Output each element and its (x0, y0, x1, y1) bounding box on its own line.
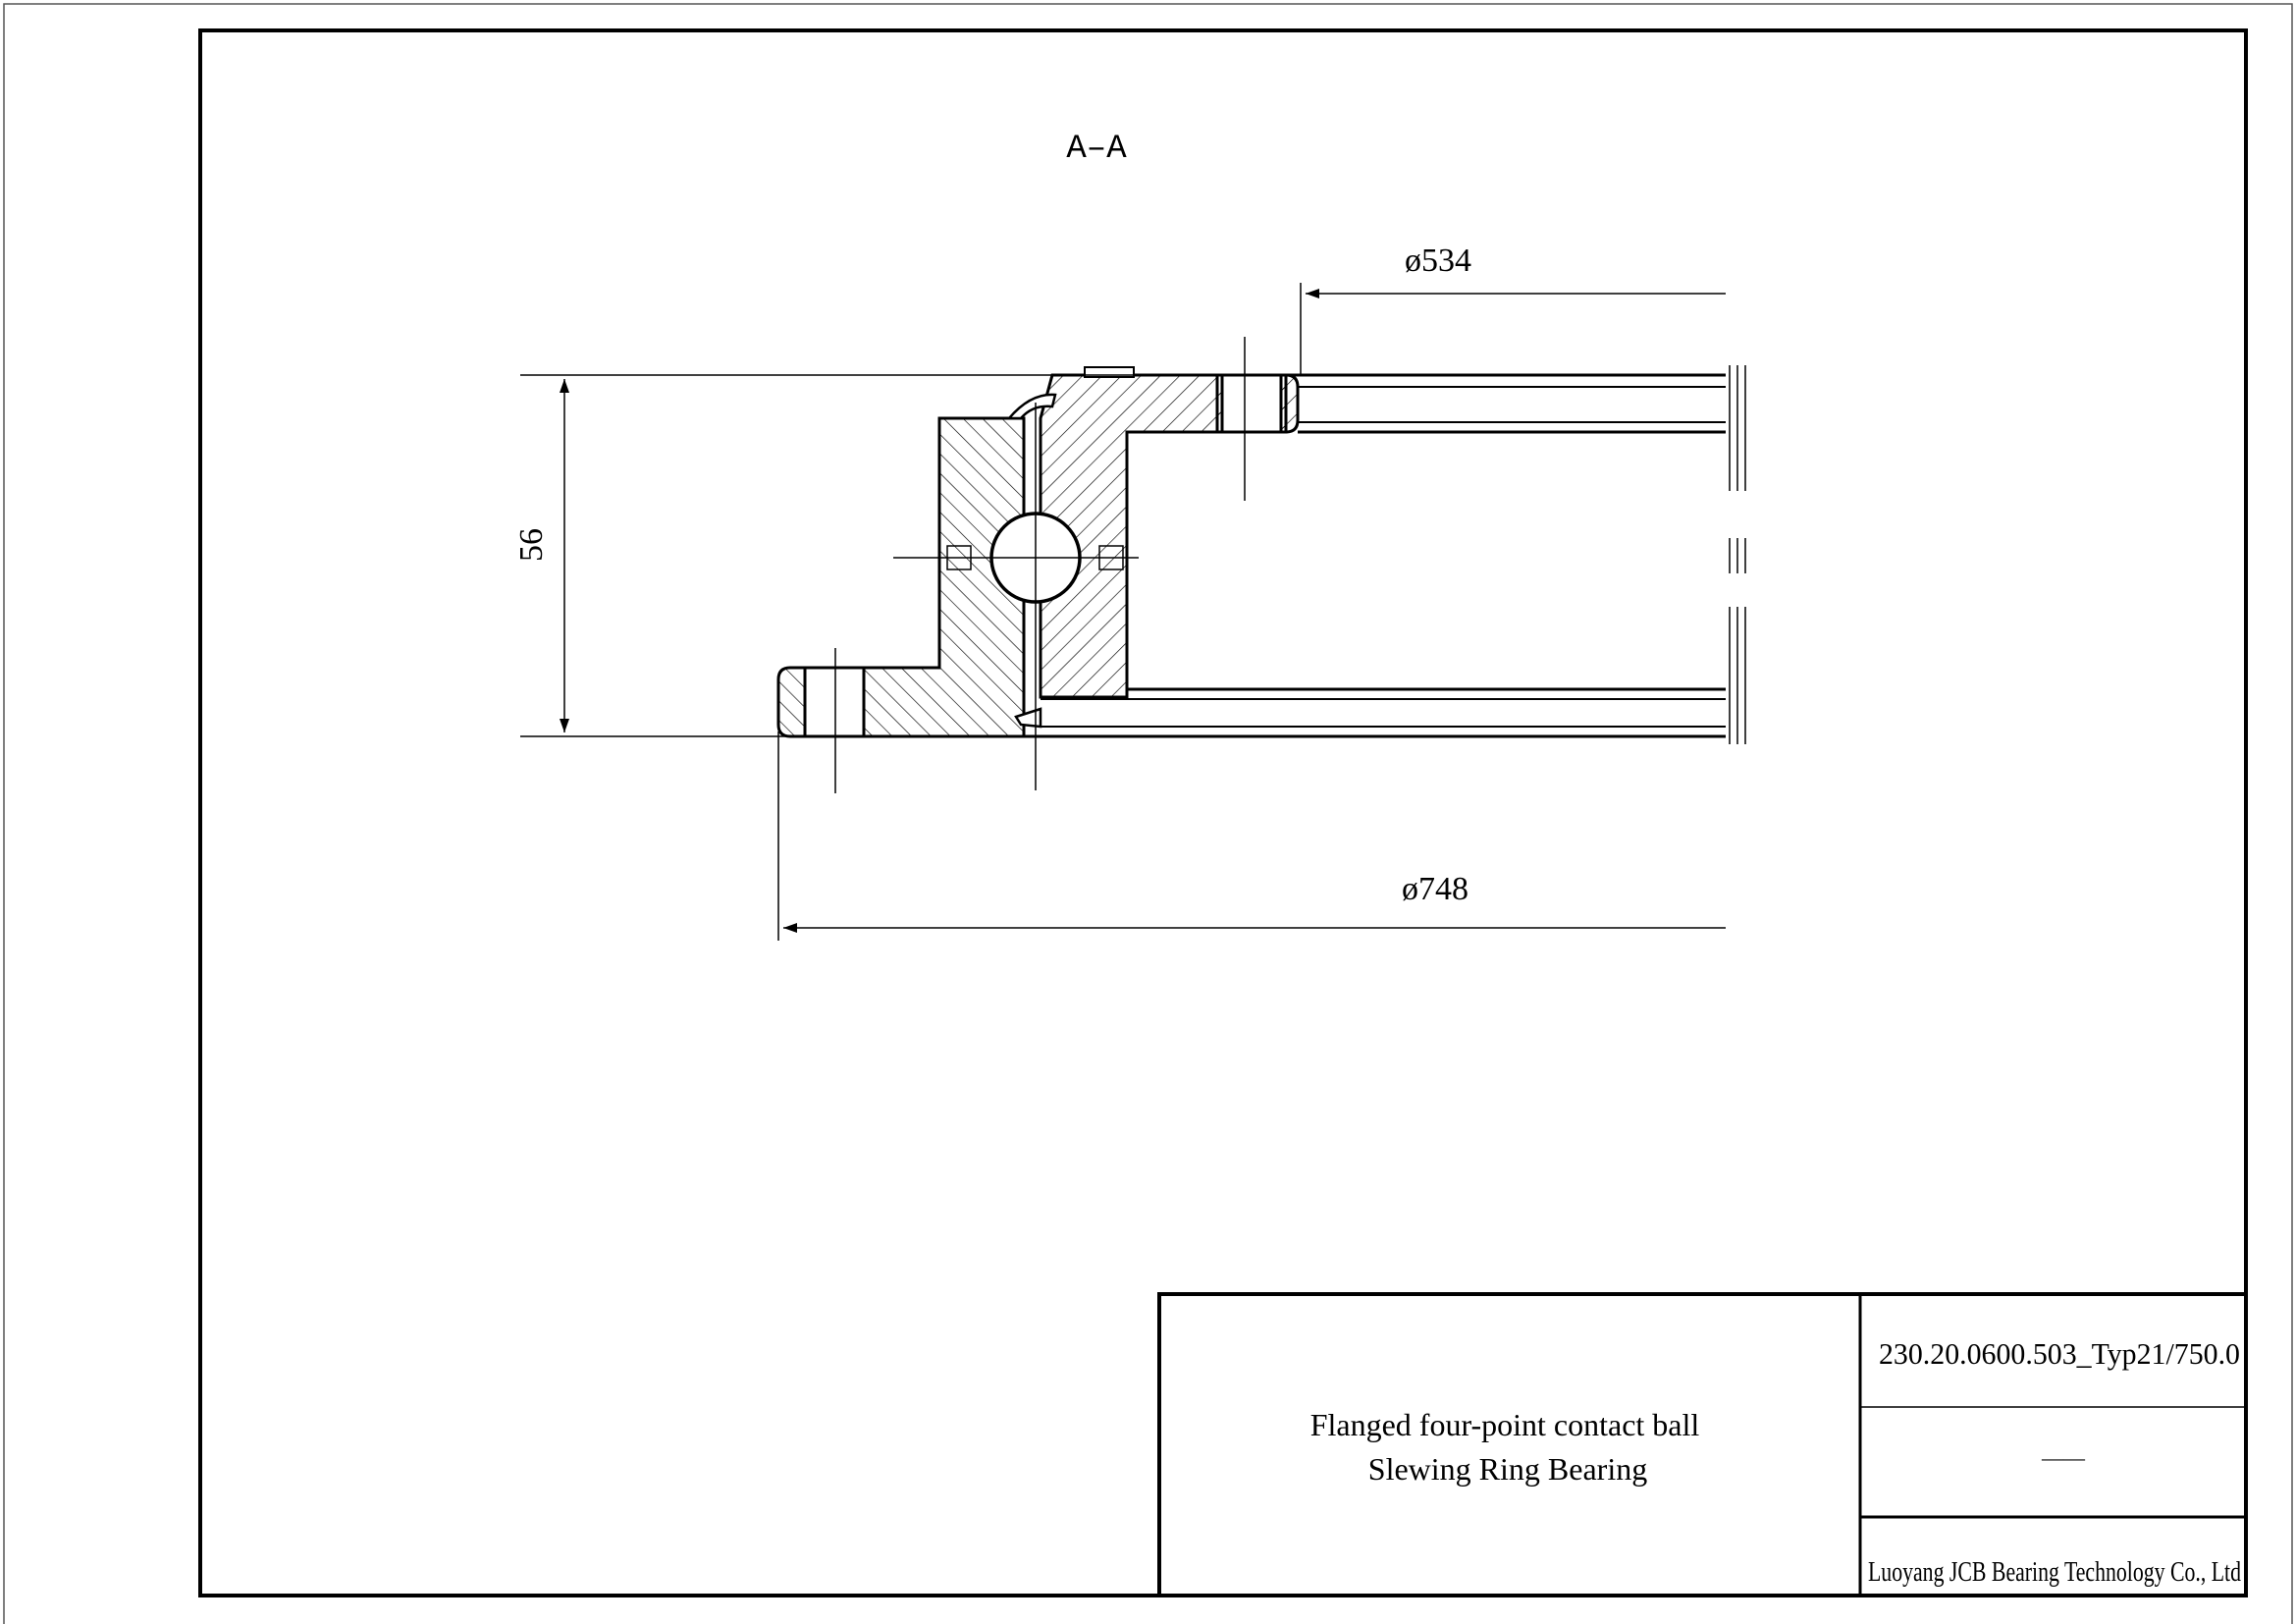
title-block: Flanged four-point contact ball Slewing … (1157, 1292, 2248, 1597)
description-line2: Slewing Ring Bearing (1368, 1451, 1647, 1487)
inner-diameter-label: ø534 (1405, 243, 1471, 279)
inner-bolt-hole (1220, 373, 1283, 434)
grease-fitting (1084, 366, 1135, 378)
dimension-inner-diameter: ø534 (1300, 243, 1726, 375)
section-label: A–A (1066, 131, 1127, 168)
break-lines (1729, 365, 1746, 744)
dimension-height: 56 (513, 374, 1286, 737)
bearing-cross-section (776, 337, 1746, 793)
outer-diameter-label: ø748 (1402, 871, 1468, 907)
company-name: Luoyang JCB Bearing Technology Co., Ltd (1868, 1557, 2241, 1588)
revision: —— (2041, 1445, 2086, 1470)
sheet-outer-border (3, 3, 2293, 1624)
outer-bolt-hole (803, 666, 866, 738)
dimension-outer-diameter: ø748 (777, 731, 1726, 941)
height-label: 56 (513, 528, 550, 562)
part-number: 230.20.0600.503_Typ21/750.0 (1879, 1336, 2240, 1371)
seal-top (1006, 393, 1057, 420)
description-line1: Flanged four-point contact ball (1310, 1407, 1700, 1442)
